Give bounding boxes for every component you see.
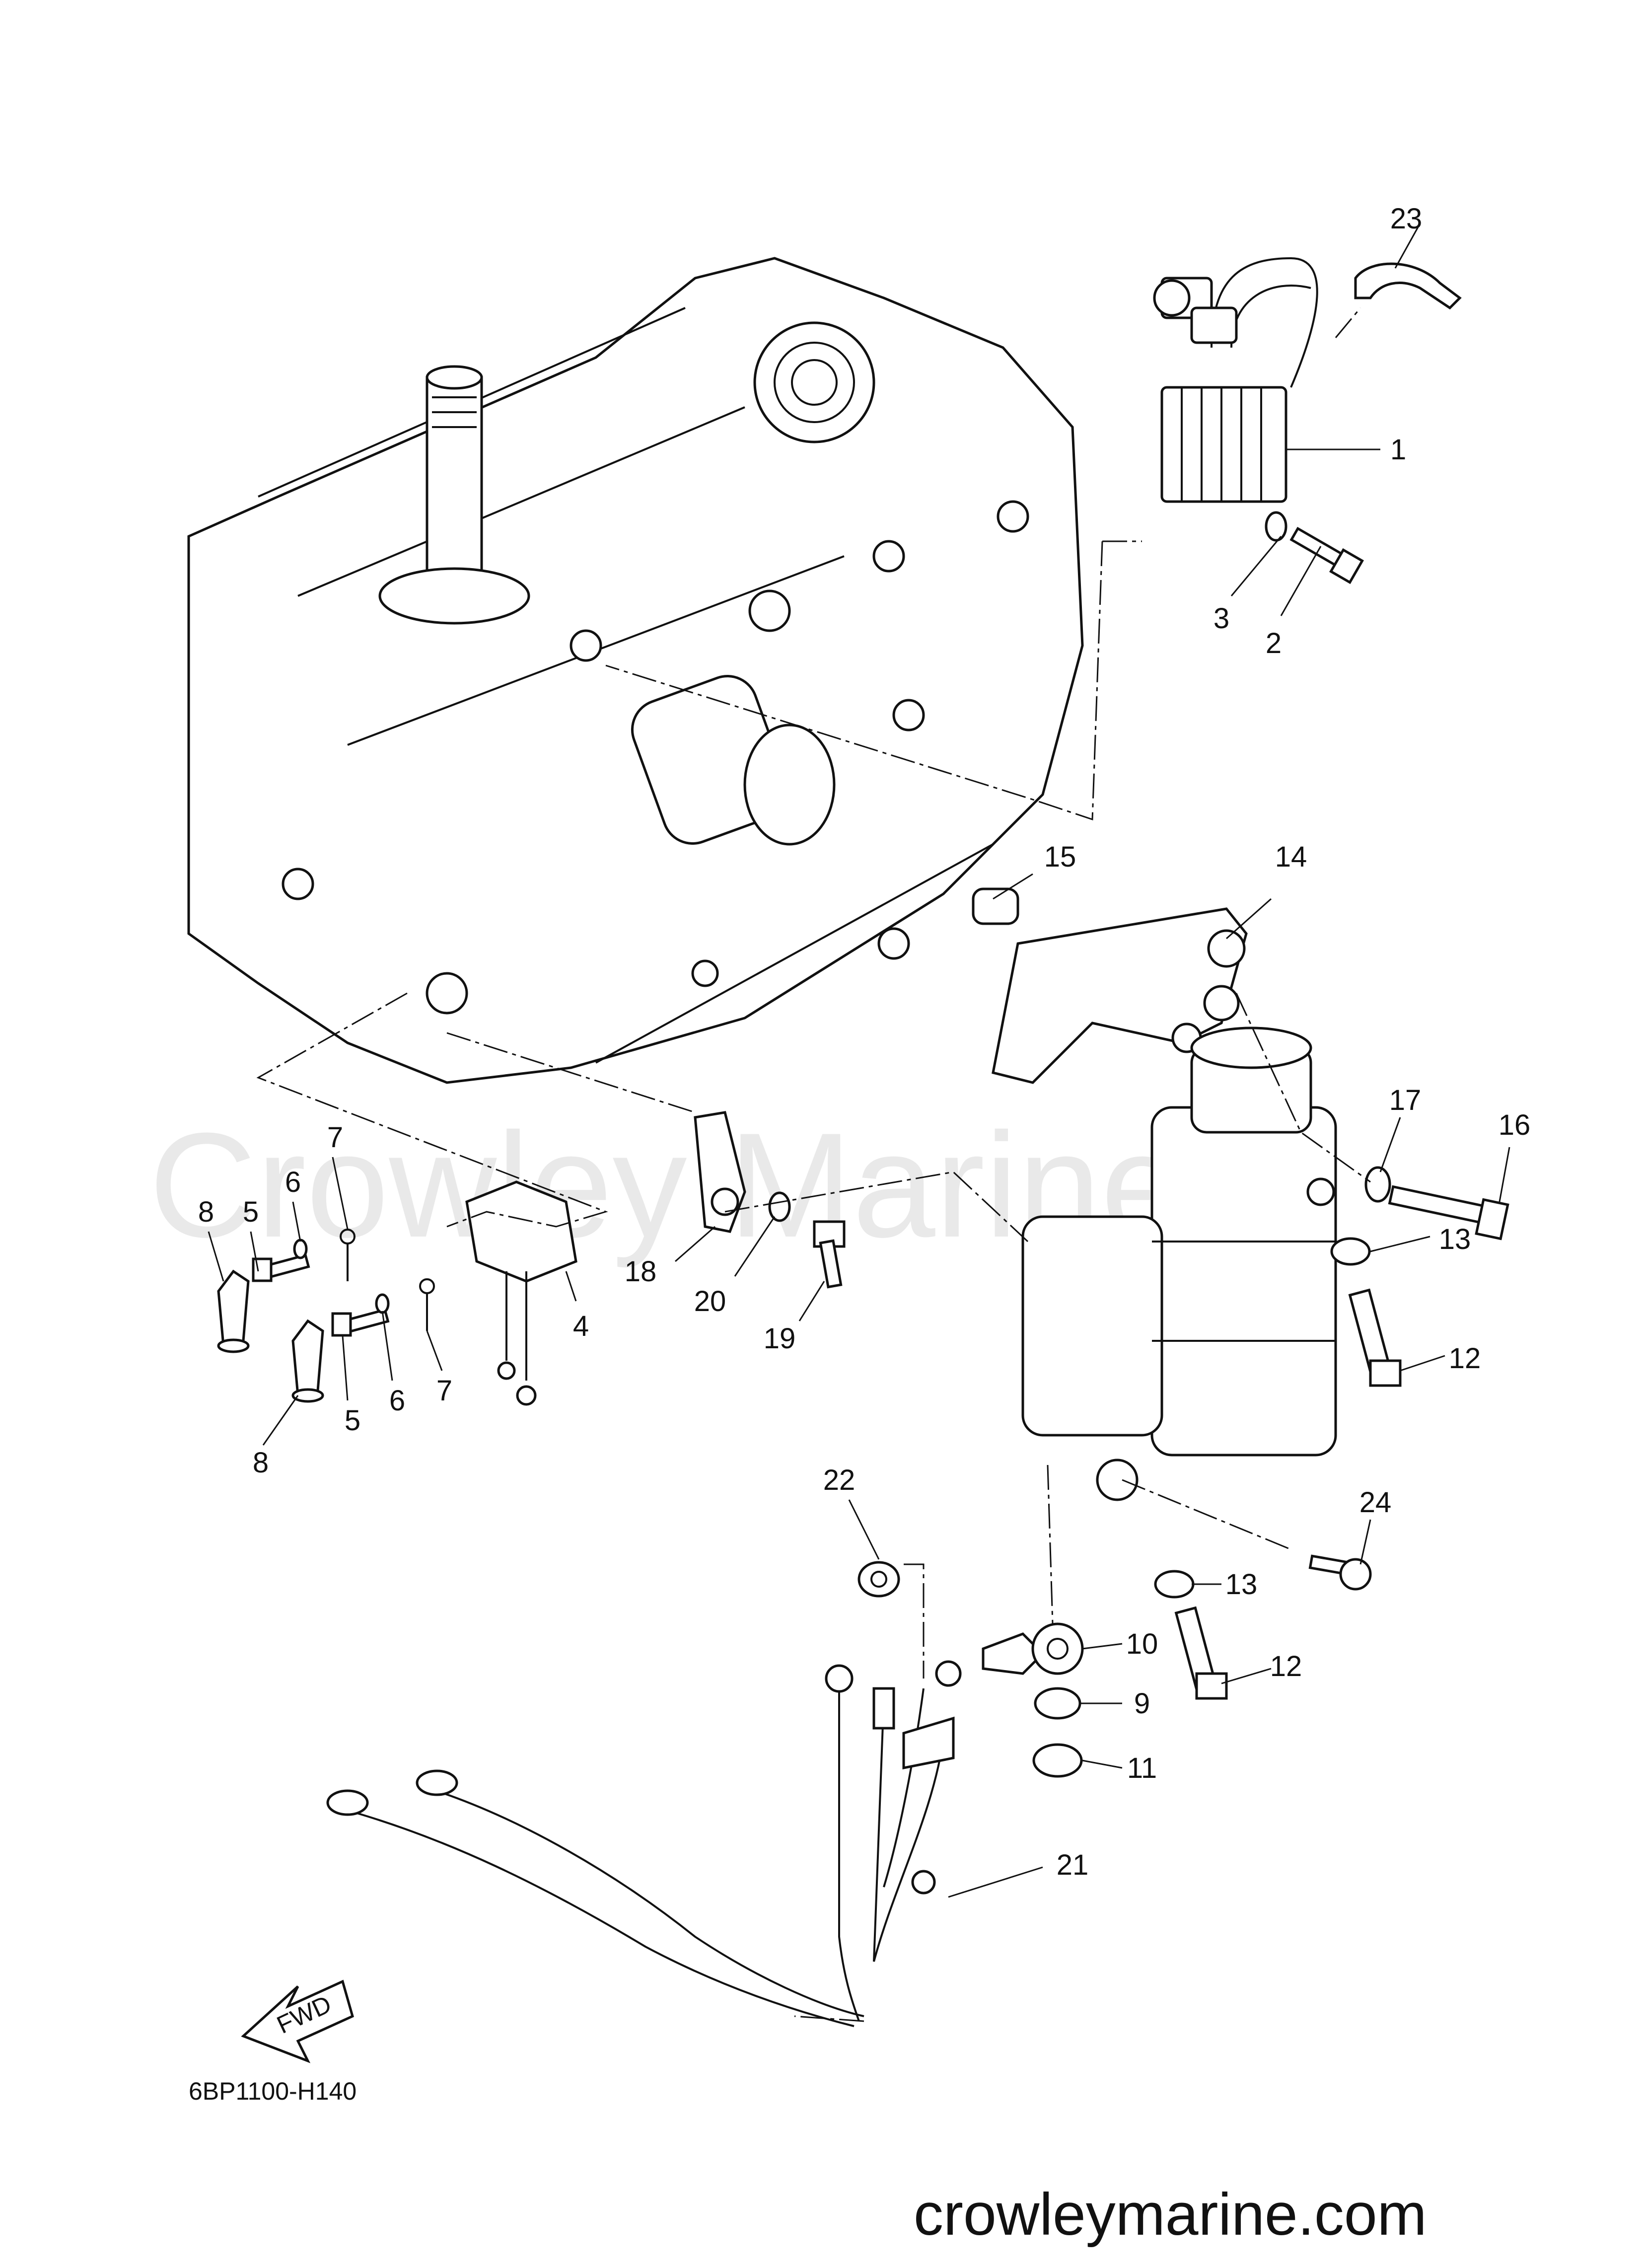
terminal-10 [982,1622,1084,1675]
callout-6-lower: 6 [389,1385,405,1417]
bolt-2 [1289,526,1364,585]
callout-20: 20 [694,1285,726,1317]
callout-19: 19 [764,1322,796,1355]
callout-11: 11 [1127,1752,1157,1784]
washer-20 [768,1191,791,1222]
screw-24 [1308,1554,1372,1591]
callout-1: 1 [1390,434,1406,466]
bolt-16 [1388,1185,1509,1241]
washer-13-upper [1330,1237,1371,1266]
callout-22: 22 [823,1464,856,1496]
callout-13-upper: 13 [1439,1223,1471,1255]
callout-16: 16 [1499,1109,1531,1141]
callout-6-upper: 6 [285,1166,301,1198]
callout-12-upper: 12 [1449,1342,1481,1375]
callout-13-lower: 13 [1225,1568,1258,1601]
callout-leaders [208,223,1510,1898]
callout-5-lower: 5 [345,1404,360,1437]
callout-7-upper: 7 [327,1121,343,1154]
callout-9: 9 [1134,1687,1150,1720]
nut-22 [857,1561,900,1598]
callout-17: 17 [1389,1084,1422,1116]
website-label: crowleymarine.com [914,2181,1427,2248]
watermark: Crowley Marine [149,1101,1184,1269]
callout-18: 18 [625,1255,657,1288]
callout-3: 3 [1214,602,1229,635]
washer-13-lower [1154,1570,1195,1599]
callout-8-upper: 8 [198,1196,214,1228]
bracket-18 [694,1111,746,1233]
callout-10: 10 [1126,1628,1158,1660]
callout-23: 23 [1390,203,1423,235]
callout-12-lower: 12 [1270,1650,1302,1683]
callout-labels: 23 1 3 2 15 14 17 16 13 12 22 24 13 12 1… [198,203,1530,1881]
callout-2: 2 [1266,627,1282,659]
rectifier-regulator [1153,257,1318,503]
washer-17 [1364,1166,1391,1203]
bolt-5-lower [331,1308,390,1337]
component-4 [465,1180,577,1406]
callout-14: 14 [1275,841,1307,873]
callout-21: 21 [1057,1849,1089,1881]
diagram-code: 6BP1100-H140 [189,2077,357,2105]
washers-6 [293,1239,390,1314]
wiring-harness-21 [326,1660,962,2027]
starter-motor [1021,1026,1337,1501]
callout-15: 15 [1044,841,1076,873]
engine-block [187,257,1084,1084]
cap-11 [1032,1743,1083,1778]
callout-7-lower: 7 [436,1375,452,1407]
caps-8 [217,1269,324,1403]
callout-24: 24 [1359,1486,1392,1519]
bolt-5-upper [252,1253,310,1282]
collar-15 [972,887,1019,925]
callout-8-lower: 8 [253,1447,269,1479]
bolt-19 [813,1220,846,1289]
terminals-7 [340,1229,435,1331]
fwd-arrow-icon: FWD [241,1979,354,2063]
callout-5-upper: 5 [243,1196,259,1228]
clamp [1354,262,1462,310]
bolt-12-upper [1348,1288,1402,1387]
bolt-12-lower [1174,1606,1228,1700]
nut-9 [1034,1687,1081,1720]
washer-3 [1265,511,1287,542]
leader-lines [256,307,1371,2022]
callout-4: 4 [573,1310,589,1342]
